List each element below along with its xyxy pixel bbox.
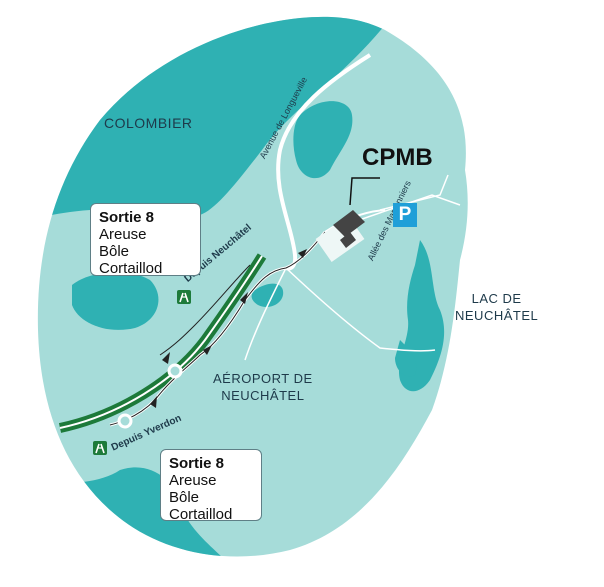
path-airport-east: [285, 267, 436, 352]
arrow-3: [298, 249, 307, 258]
exit-title: Sortie 8: [99, 209, 155, 226]
roundabout-central: [167, 363, 183, 379]
exit-place: Bôle: [169, 489, 200, 506]
arrow-4: [162, 352, 170, 364]
exit-place: Cortaillod: [169, 506, 233, 523]
cpmb-pointer: [349, 177, 380, 206]
exit-place: Areuse: [169, 472, 217, 489]
label-cpmb: CPMB: [362, 144, 433, 171]
exit-sign-top: Sortie 8 Areuse Bôle Cortaillod: [90, 203, 201, 277]
parking-sign-icon: P: [393, 203, 417, 227]
pond-area: [293, 101, 353, 179]
arrow-5: [150, 396, 157, 408]
label-lac-line2: NEUCHÂTEL: [455, 308, 539, 323]
motorway-sign-icon: [177, 290, 191, 304]
roundabout-west: [117, 413, 133, 429]
label-lac-line1: LAC DE: [471, 291, 522, 306]
field-area: [72, 272, 159, 330]
exit-title: Sortie 8: [169, 455, 225, 472]
path-airport-north: [329, 194, 461, 231]
arrow-2: [240, 292, 248, 304]
label-colombier: COLOMBIER: [104, 115, 193, 131]
exit-place: Cortaillod: [99, 260, 163, 277]
cpmb-building: [333, 210, 365, 248]
route-neuchatel: [159, 264, 251, 356]
path-south: [244, 267, 287, 361]
arrow-1: [203, 345, 212, 355]
exit-place: Bôle: [99, 243, 130, 260]
label-aeroport: AÉROPORT DE NEUCHÂTEL: [213, 370, 313, 404]
motorway-sign-icon: [93, 441, 107, 455]
motorway-divider: [59, 255, 263, 429]
label-lac: LAC DE NEUCHÂTEL: [455, 290, 538, 324]
label-aeroport-line1: AÉROPORT DE: [213, 371, 313, 386]
label-aeroport-line2: NEUCHÂTEL: [221, 388, 305, 403]
exit-place: Areuse: [99, 226, 147, 243]
exit-sign-bottom: Sortie 8 Areuse Bôle Cortaillod: [160, 449, 262, 523]
